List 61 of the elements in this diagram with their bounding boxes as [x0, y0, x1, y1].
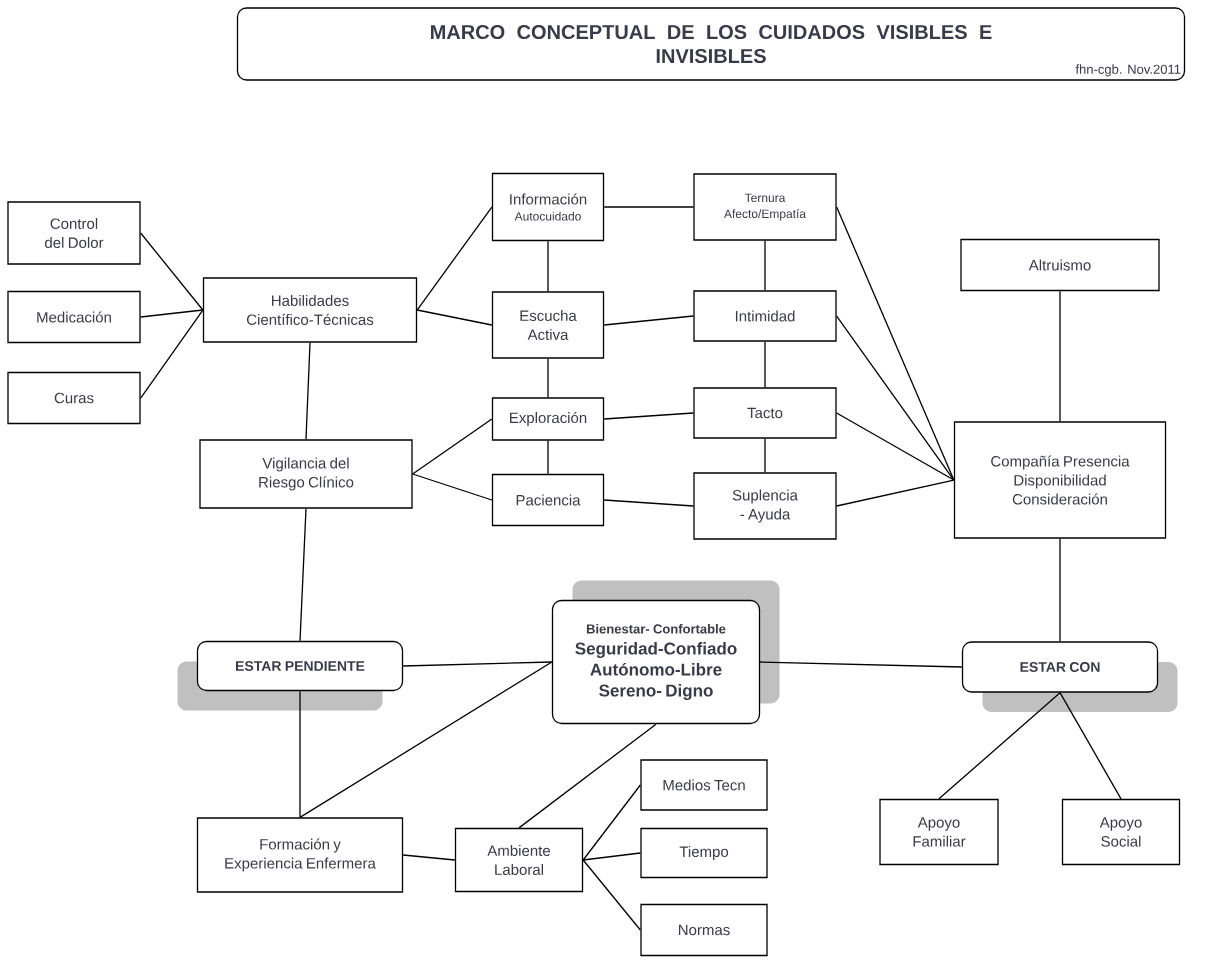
connector-line	[764, 240, 766, 291]
concept-box: Paciencia	[491, 473, 605, 527]
concept-box: Exploración	[491, 397, 605, 441]
concept-box: Normas	[640, 903, 768, 957]
concept-box: Tacto	[693, 387, 837, 439]
connector-line	[299, 508, 307, 642]
concept-box: Formación y Experiencia Enfermera	[196, 817, 404, 893]
concept-box: Compañía Presencia Disponibilidad Consideración	[953, 421, 1167, 539]
connector-line	[603, 206, 694, 208]
concept-box: Vigilancia del Riesgo Clínico	[199, 439, 413, 509]
connector-line	[416, 206, 493, 311]
connector-line	[836, 412, 955, 481]
concept-box: Tiempo	[640, 827, 768, 879]
connector-line	[603, 499, 694, 507]
connector-line	[402, 661, 553, 667]
concept-box: Apoyo Familiar	[879, 798, 999, 866]
connector-line	[582, 859, 641, 931]
concept-box: Altruismo	[960, 238, 1160, 292]
connector-line	[140, 232, 204, 311]
key-concept-box: ESTAR CON	[961, 641, 1178, 712]
connector-line	[1059, 290, 1061, 422]
connector-line	[582, 852, 641, 861]
concept-box: Curas	[7, 371, 141, 425]
connector-line	[582, 784, 641, 861]
key-concept-box: ESTAR PENDIENTE	[177, 640, 404, 711]
connector-line	[140, 309, 204, 318]
connector-line	[764, 438, 766, 473]
concept-box: Apoyo Social	[1061, 798, 1181, 866]
connector-line	[547, 240, 549, 292]
concept-box: Medios Tecn	[640, 759, 768, 811]
concept-box: Intimidad	[693, 290, 837, 342]
connector-line	[402, 854, 456, 861]
concept-box: Escucha Activa	[491, 291, 605, 359]
connector-line	[1059, 538, 1061, 642]
connector-line	[518, 723, 657, 829]
connector-line	[764, 341, 766, 388]
connector-line	[412, 473, 493, 501]
connector-line	[603, 412, 694, 420]
concept-box: Suplencia - Ayuda	[693, 472, 837, 540]
connector-line	[938, 692, 1061, 800]
connector-line	[836, 315, 955, 481]
connector-line	[836, 479, 955, 507]
connector-line	[299, 690, 301, 818]
connector-line	[603, 315, 694, 326]
connector-line	[140, 309, 204, 399]
connector-line	[305, 342, 311, 440]
connector-line	[547, 440, 549, 475]
connector-line	[416, 309, 493, 326]
concept-box: Control del Dolor	[7, 201, 141, 265]
concept-box: Información Autocuidado	[491, 172, 605, 242]
connector-line	[412, 418, 493, 475]
connector-line	[759, 661, 963, 668]
key-concept-box: Bienestar- Confortable Seguridad-Confiado Autónomo-Libre Sereno- Digno	[551, 580, 780, 725]
concept-box: Ternura Afecto/Empatía	[693, 173, 837, 241]
concept-box: Ambiente Laboral	[454, 827, 584, 893]
concept-box: Medicación	[7, 290, 141, 344]
concept-box: Habilidades Científico-Técnicas	[202, 277, 418, 343]
title-box: MARCO CONCEPTUAL DE LOS CUIDADOS VISIBLES E INVISIBLES fhn-cgb. Nov.2011	[236, 7, 1186, 81]
connector-line	[547, 358, 549, 398]
connector-line	[1059, 692, 1122, 800]
connector-line	[299, 661, 553, 818]
